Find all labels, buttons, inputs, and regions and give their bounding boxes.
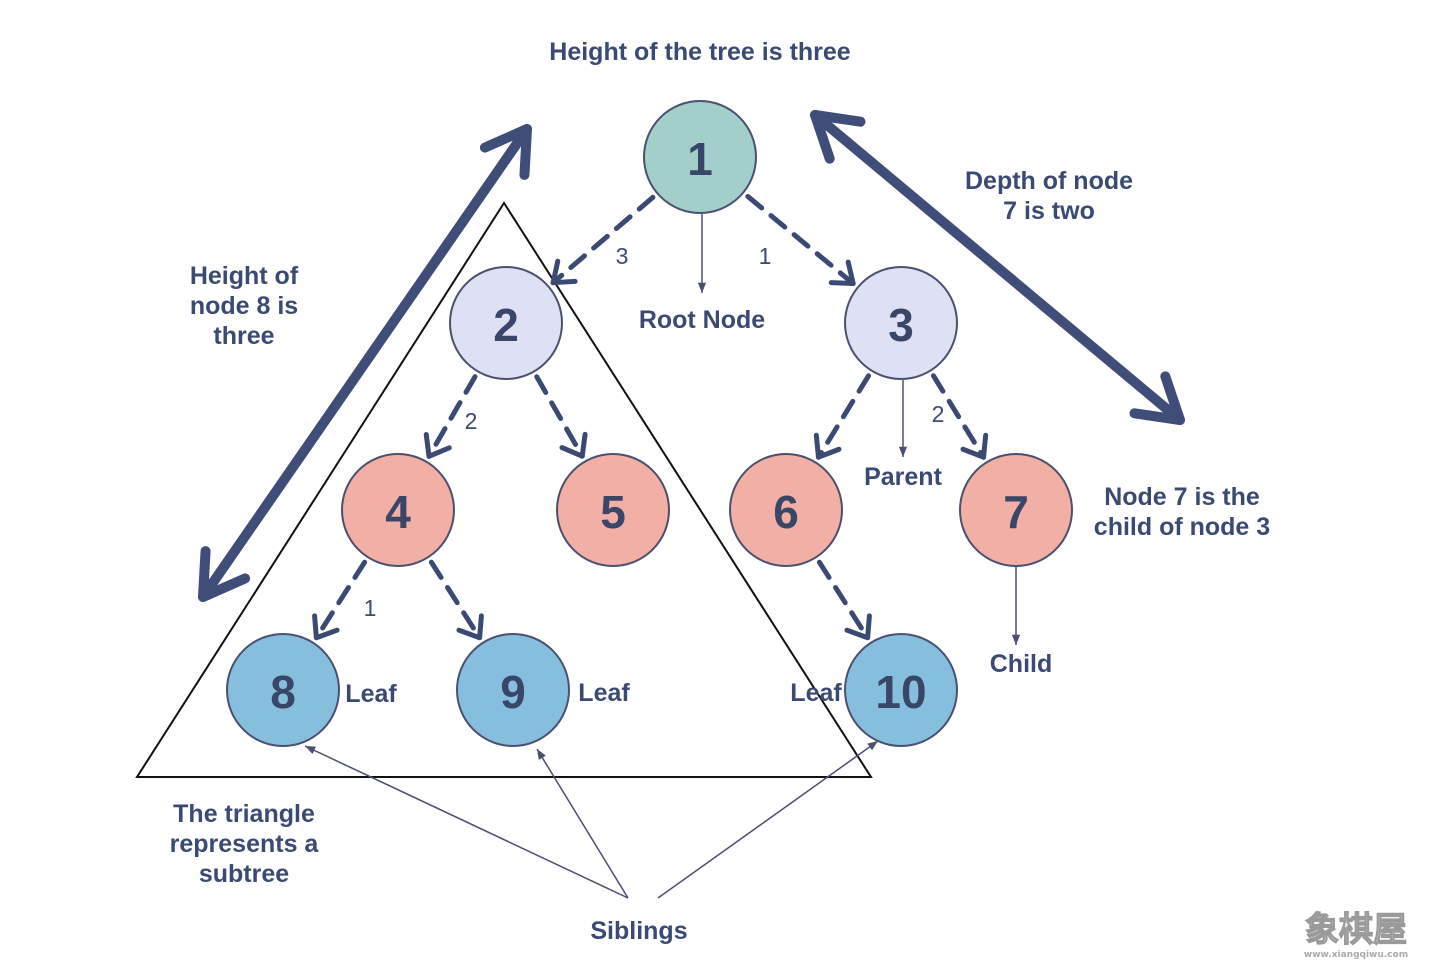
node7-child-line1: Node 7 is the (1104, 483, 1260, 511)
node-1-circle (643, 100, 757, 214)
leaf-label-9: Leaf (578, 679, 630, 707)
node-6-circle (729, 453, 843, 567)
watermark-logo: 象棋屋 www.xiangqiwu.com (1304, 909, 1408, 960)
root-pointer (697, 214, 707, 293)
leaf-label-8: Leaf (345, 680, 397, 708)
triangle-note-line1: The triangle (173, 800, 315, 828)
edge-3-7: 2 (930, 373, 989, 460)
node-8-label: 8 (270, 666, 296, 718)
depth-node7-line2: 7 is two (1003, 197, 1095, 225)
edge-label-3-7: 2 (932, 401, 945, 427)
edge-label-4-8: 1 (364, 595, 377, 621)
node-2-label: 2 (493, 299, 519, 351)
height-node8-line1: Height of (190, 262, 299, 290)
node-2-circle (449, 266, 563, 380)
triangle-note-line2: represents a (170, 830, 320, 858)
node-5-label: 5 (600, 486, 626, 538)
edge-label-1-3: 1 (759, 243, 772, 269)
node-10: 10 (844, 633, 958, 747)
node-5: 5 (556, 453, 670, 567)
edge-3-6 (813, 373, 872, 460)
edge-1-2: 3 (550, 194, 656, 286)
sibling-pointer-10 (657, 740, 879, 899)
subtree-triangle (135, 201, 873, 778)
child-label: Child (990, 650, 1053, 678)
node-3-label: 3 (888, 299, 914, 351)
edge-2-5 (534, 374, 588, 459)
sibling-pointer-8 (304, 745, 629, 899)
node-3-circle (844, 266, 958, 380)
depth-arrow (810, 110, 1185, 425)
edge-6-10 (816, 559, 872, 641)
node-4: 4 (341, 453, 455, 567)
node-3: 3 (844, 266, 958, 380)
node-9-circle (456, 633, 570, 747)
root-node-label: Root Node (639, 306, 765, 334)
edge-label-1-2: 3 (616, 243, 629, 269)
node-8-circle (226, 633, 340, 747)
triangle-note-line3: subtree (199, 860, 289, 888)
leaf-label-10: Leaf (790, 679, 842, 707)
node-6-label: 6 (773, 486, 799, 538)
node7-child-line2: child of node 3 (1094, 513, 1270, 541)
parent-label: Parent (864, 463, 942, 491)
depth-node7-line1: Depth of node (965, 167, 1133, 195)
height-node8-line3: three (213, 322, 274, 350)
node-5-circle (556, 453, 670, 567)
node-6: 6 (729, 453, 843, 567)
node-9-label: 9 (500, 666, 526, 718)
node-10-label: 10 (875, 666, 926, 718)
node-9: 9 (456, 633, 570, 747)
edge-label-2-4: 2 (465, 408, 478, 434)
edge-1-3: 1 (745, 193, 856, 287)
node-2: 2 (449, 266, 563, 380)
child-pointer (1011, 567, 1021, 645)
height-node8-line2: node 8 is (190, 292, 298, 320)
parent-pointer (898, 380, 908, 457)
watermark-text: 象棋屋 (1305, 910, 1407, 950)
node-8: 8 (226, 633, 340, 747)
siblings-label: Siblings (590, 917, 687, 945)
watermark-url: www.xiangqiwu.com (1304, 950, 1408, 960)
edge-4-9 (428, 559, 484, 641)
node-4-label: 4 (385, 486, 411, 538)
node-1-label: 1 (687, 133, 713, 185)
node-10-circle (844, 633, 958, 747)
node-7-label: 7 (1003, 486, 1029, 538)
edge-2-4: 2 (423, 374, 478, 459)
diagram-title: Height of the tree is three (549, 38, 851, 66)
node-4-circle (341, 453, 455, 567)
node-7-circle (959, 453, 1073, 567)
edge-4-8: 1 (312, 559, 377, 641)
sibling-pointer-9 (536, 748, 629, 899)
node-1: 1 (643, 100, 757, 214)
height-arrow (198, 124, 532, 602)
node-7: 7 (959, 453, 1073, 567)
